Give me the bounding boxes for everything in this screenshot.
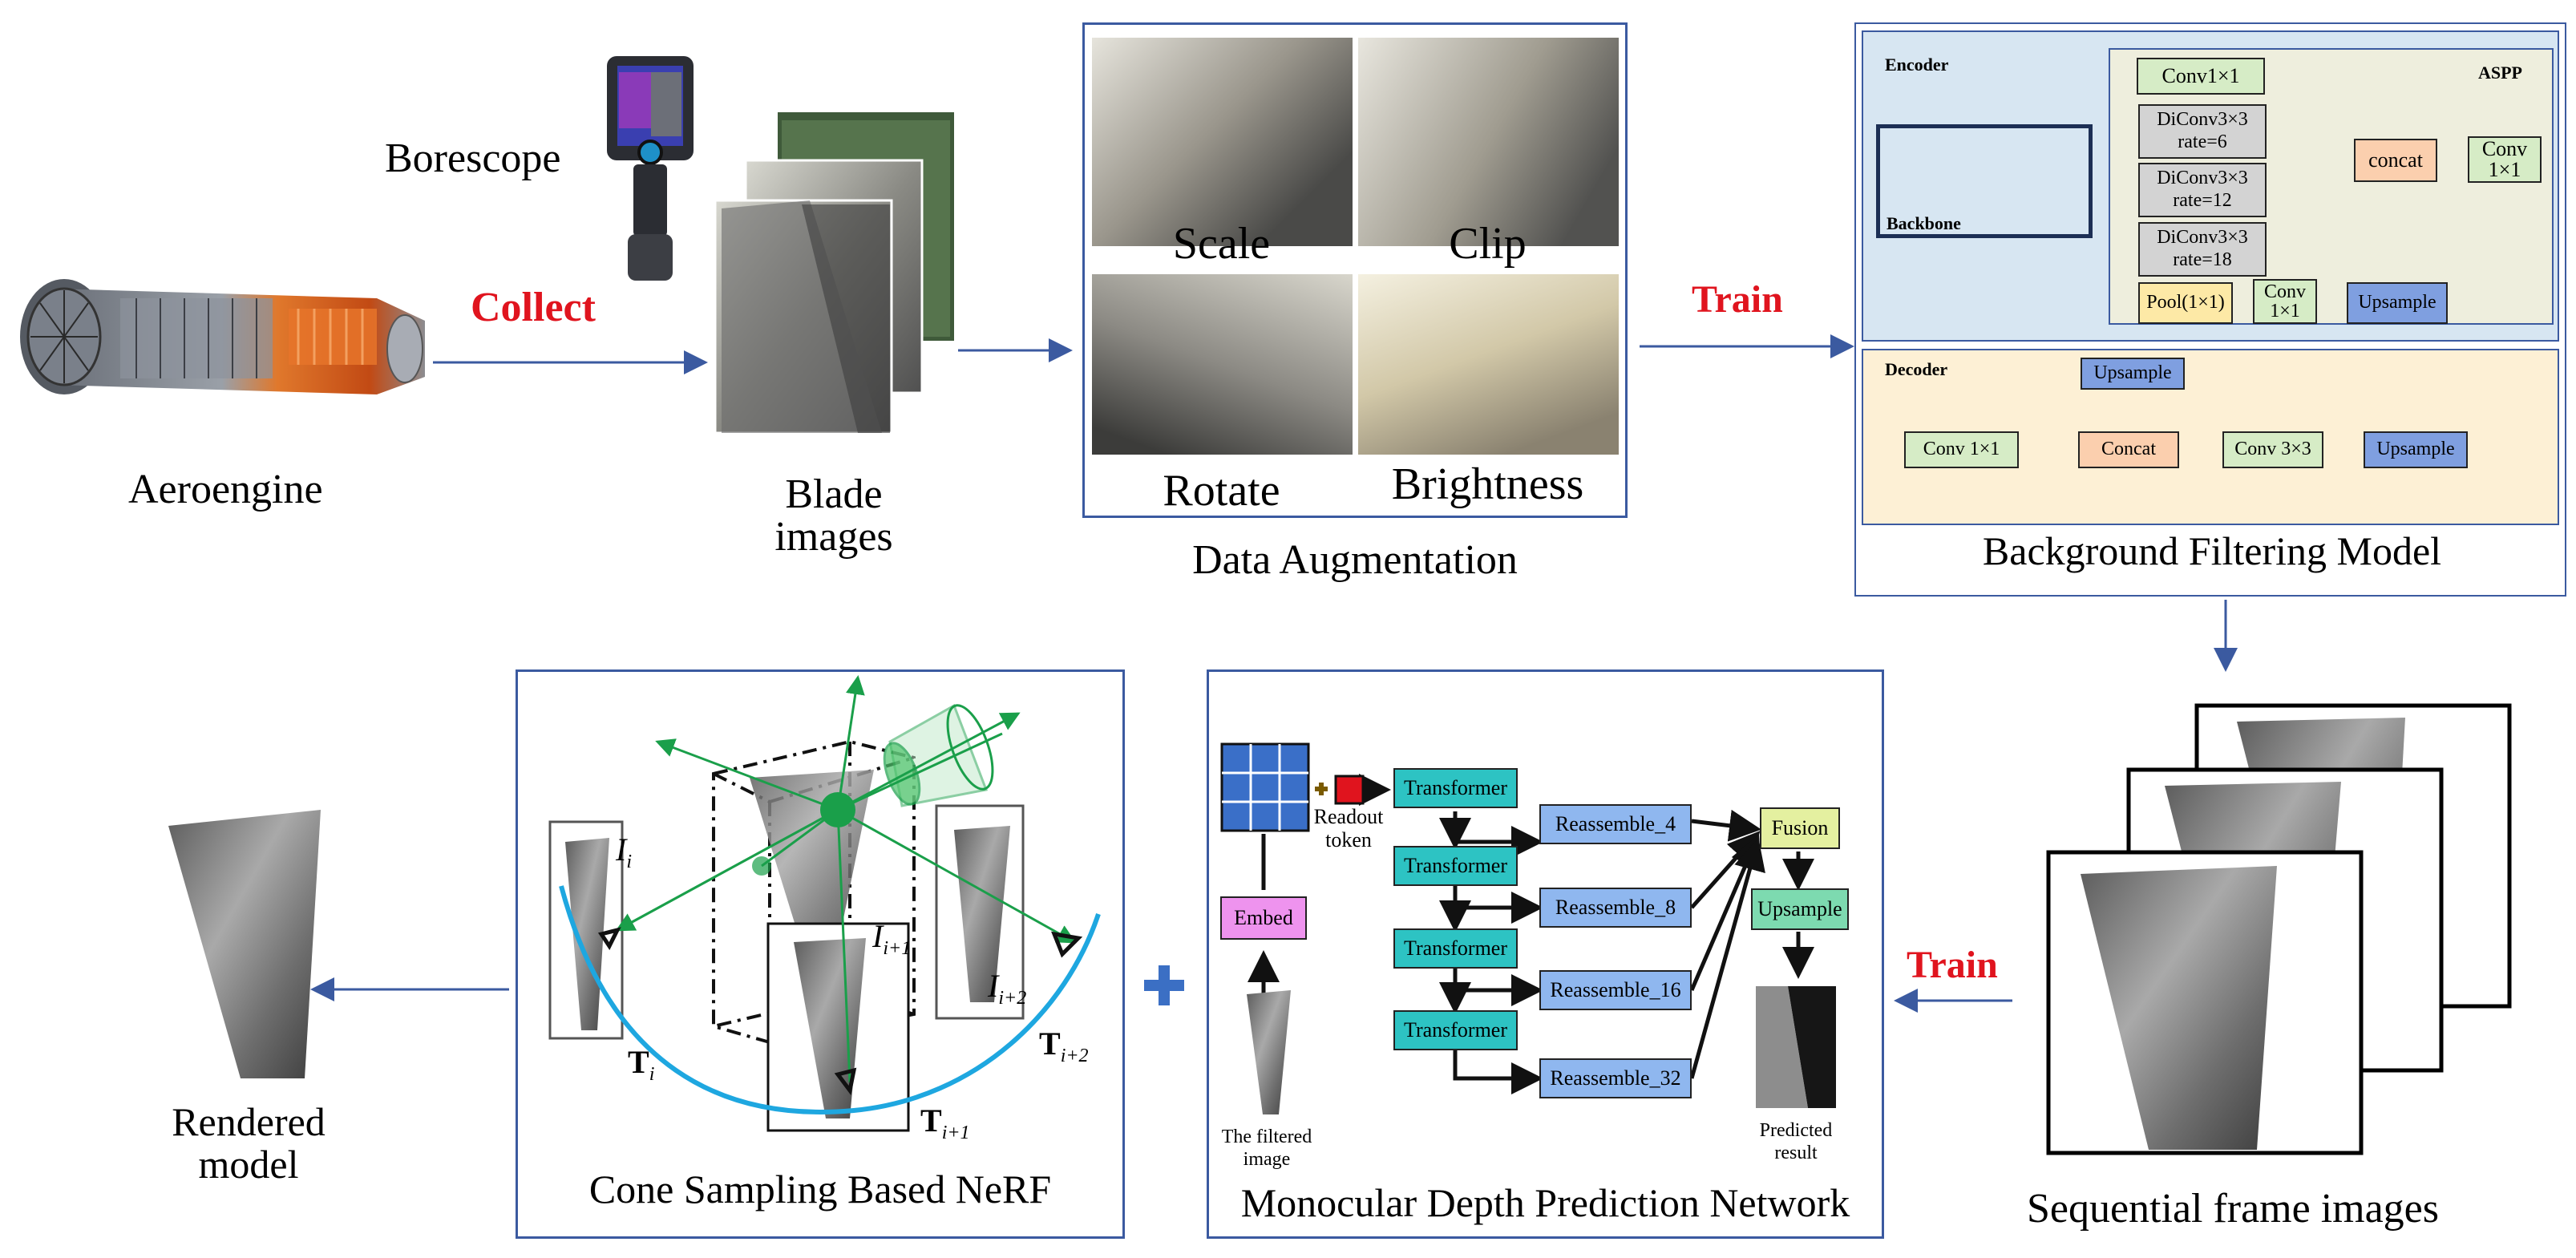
collect-label: Collect [471,285,596,330]
backbone-box [1876,124,2093,238]
aspp-upsample-box: Upsample [2347,282,2448,324]
aug-clip-image [1357,37,1620,247]
train-bottom-label: Train [1907,944,1998,986]
aug-brightness-image [1357,273,1620,455]
transformer-box-3: Transformer [1393,928,1518,969]
reassemble-8-box: Reassemble_8 [1539,888,1692,928]
nerf-label-t1: Ti+1 [920,1102,970,1143]
borescope-image [607,56,694,281]
nerf-label-i: Ii [616,831,632,872]
aug-scale-label: Scale [1172,219,1271,269]
aspp-conv1x1-box: Conv1×1 [2137,58,2265,95]
embed-box: Embed [1220,896,1307,940]
mdp-title: Monocular Depth Prediction Network [1240,1180,1850,1225]
pred-line1: Predicted [1759,1120,1833,1141]
encoder-label: Encoder [1885,55,1949,75]
predicted-result-image [1756,986,1836,1108]
filtered-image [1247,990,1291,1114]
blade-images-stack [714,112,954,435]
aeroengine-image [20,279,425,394]
aug-rotate-label: Rotate [1163,466,1280,516]
backbone-label: Backbone [1887,213,1961,233]
readout-token-icon [1315,775,1365,805]
pred-line2: result [1774,1142,1818,1163]
sequential-frame-title: Sequential frame images [2026,1186,2440,1232]
filtered-image-label: The filtered image [1203,1127,1331,1171]
readout-line1: Readout [1313,805,1384,828]
decoder-conv3x3-box: Conv 3×3 [2222,431,2323,468]
reassemble-16-box: Reassemble_16 [1539,970,1692,1010]
data-augmentation-panel: Scale Clip Rotate Brightness [1082,22,1628,518]
background-filtering-model-panel: Encoder ASPP Decoder Backbone Conv1×1 Di… [1854,22,2566,597]
blade-label-line1: Blade [785,471,883,517]
data-augmentation-title: Data Augmentation [1192,537,1518,583]
bfm-title: Background Filtering Model [1982,528,2442,573]
nerf-label-i1: Ii+1 [872,918,912,959]
pool-box: Pool(1×1) [2138,282,2233,324]
rendered-line1: Rendered [172,1099,326,1144]
readout-line2: token [1325,827,1372,851]
rendered-model-label: Rendered model [120,1101,377,1185]
nerf-label-t2: Ti+2 [1039,1025,1089,1066]
decoder-conv1x1-box: Conv 1×1 [1904,431,2019,468]
decoder-upsample-box: Upsample [2364,431,2468,468]
sequential-frames [2046,703,2512,1155]
aspp-label: ASPP [2478,63,2522,83]
reassemble-4-box: Reassemble_4 [1539,804,1692,844]
predicted-result-label: Predicted result [1732,1120,1860,1164]
patch-grid-icon [1220,742,1310,832]
aug-scale-image [1091,37,1353,247]
train-top-label: Train [1692,278,1783,321]
mdp-arrows [1248,774,1814,1094]
mdp-upsample-box: Upsample [1751,888,1849,930]
rendered-line2: model [198,1141,299,1187]
aeroengine-label: Aeroengine [128,467,323,512]
aspp-concat-box: concat [2354,139,2437,182]
aug-brightness-label: Brightness [1391,459,1584,509]
nerf-label-i2: Ii+2 [988,968,1027,1009]
transformer-box-1: Transformer [1393,768,1518,808]
nerf-label-t: Ti [628,1044,655,1085]
aug-rotate-image [1091,273,1353,455]
nerf-illustration [548,675,1101,1132]
transformer-box-4: Transformer [1393,1010,1518,1050]
rendered-model-image [168,810,321,1078]
filtered-line2: image [1243,1148,1291,1170]
decoder-label: Decoder [1885,359,1948,379]
decoder-upsample-top-box: Upsample [2081,358,2185,390]
reassemble-32-box: Reassemble_32 [1539,1058,1692,1098]
transformer-box-2: Transformer [1393,846,1518,886]
decoder-concat-box: Concat [2078,431,2179,468]
borescope-label: Borescope [385,136,561,181]
nerf-title: Cone Sampling Based NeRF [588,1167,1052,1211]
mdp-panel [1207,669,1884,1239]
readout-token-label: Readout token [1300,805,1397,851]
blade-images-label: Blade images [738,473,930,558]
fusion-box: Fusion [1760,807,1840,849]
filtered-line1: The filtered [1221,1127,1312,1147]
plus-icon [1144,965,1184,1005]
nerf-panel [516,669,1125,1239]
aug-clip-label: Clip [1449,219,1527,269]
blade-label-line2: images [774,514,893,560]
